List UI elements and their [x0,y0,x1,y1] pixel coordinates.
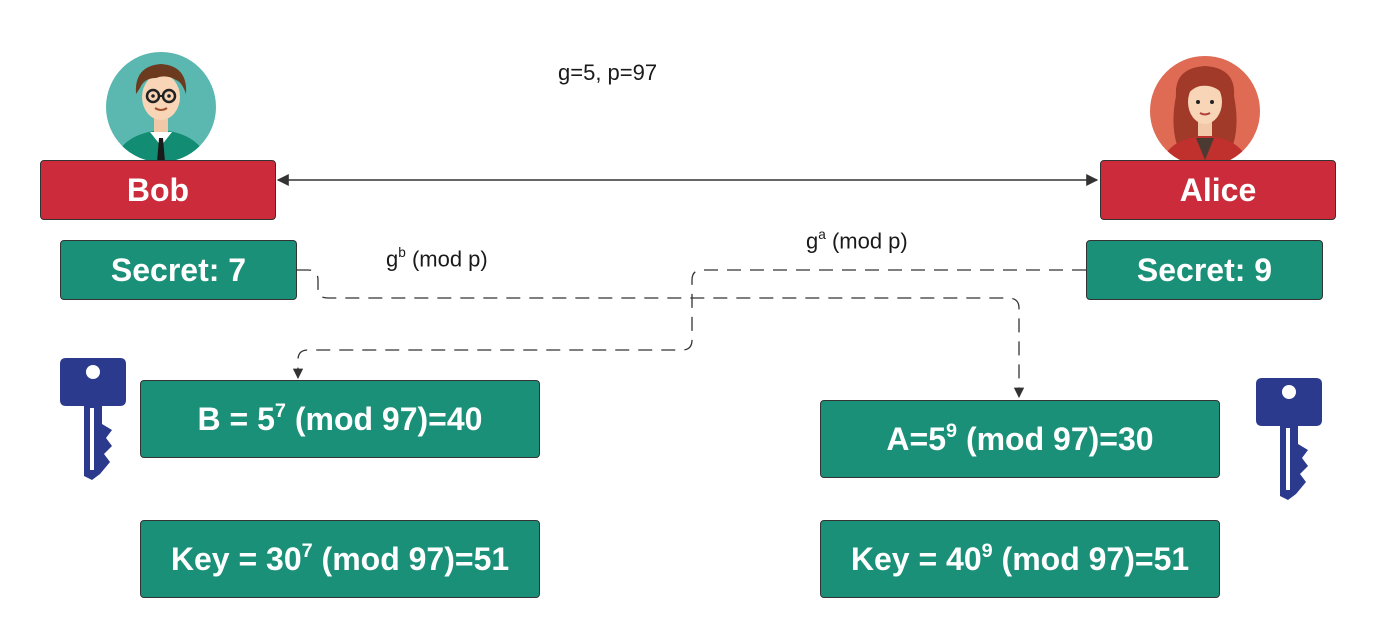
bob-key-box: Key = 307 (mod 97)=51 [140,520,540,598]
alice-name-box: Alice [1100,160,1336,220]
bob-secret-box: Secret: 7 [60,240,297,300]
bob-key: Key = 307 (mod 97)=51 [170,539,510,577]
alice-to-bob-dashed-line [292,269,1086,380]
bob-to-alice-dashed-line [297,269,1025,399]
alice-secret: Secret: 9 [1136,251,1273,288]
alice-public-value: A=59 (mod 97)=30 [886,419,1154,457]
key-icon [60,358,126,480]
params-label: g=5, p=97 [558,60,658,85]
bob-public-value-box: B = 57 (mod 97)=40 [140,380,540,458]
alice-avatar [1150,56,1260,166]
bob-sends-label: gb (mod p) [386,245,488,272]
alice-name: Alice [1179,171,1257,208]
alice-key: Key = 409 (mod 97)=51 [850,539,1190,577]
bob-secret: Secret: 7 [110,251,247,288]
alice-secret-box: Secret: 9 [1086,240,1323,300]
alice-public-value-box: A=59 (mod 97)=30 [820,400,1220,478]
bob-public-value: B = 57 (mod 97)=40 [197,399,483,437]
bob-name: Bob [126,171,190,208]
alice-key-box: Key = 409 (mod 97)=51 [820,520,1220,598]
alice-sends-label: ga (mod p) [806,227,908,254]
key-icon [1256,378,1322,500]
bob-avatar [106,52,216,162]
bob-name-box: Bob [40,160,276,220]
